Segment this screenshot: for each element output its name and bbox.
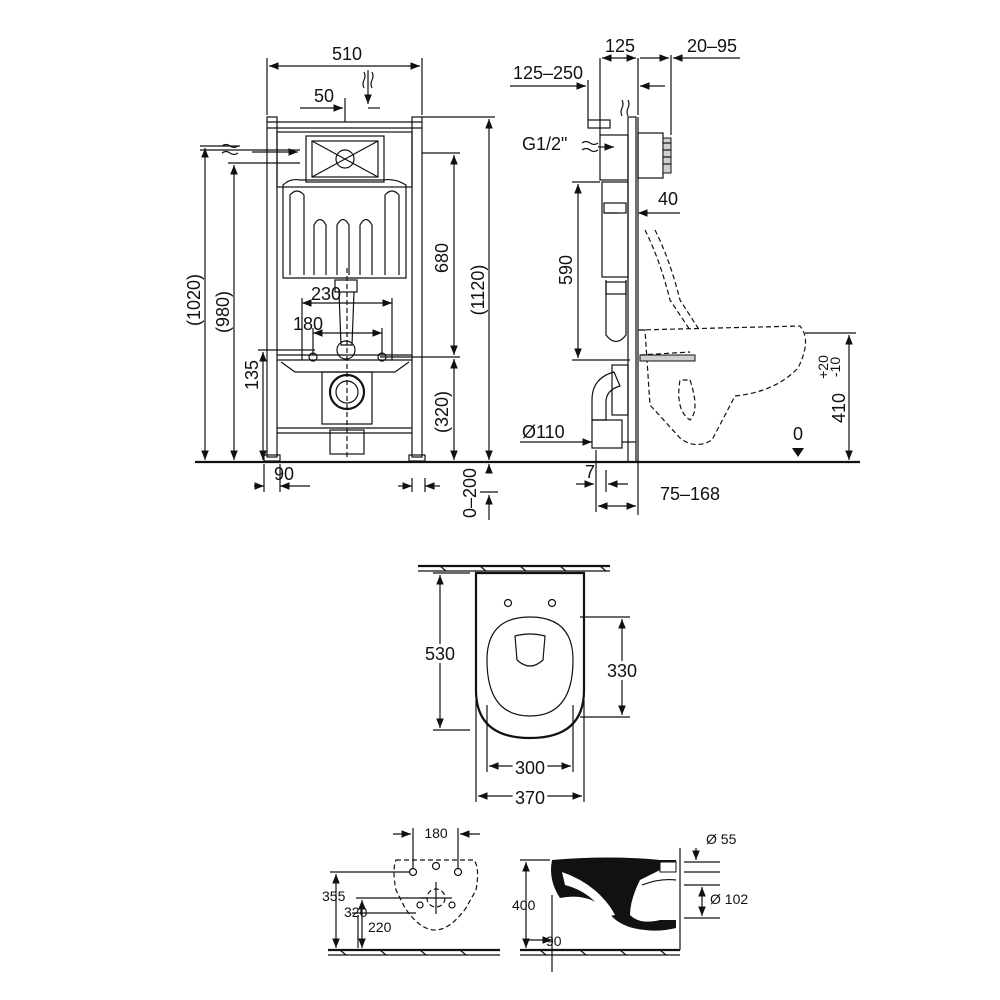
bowl-top-outline [474,571,586,740]
drain-outlet-side [591,419,623,449]
dim-530: 530 [425,644,455,664]
dim-330: 330 [607,661,637,681]
bowl-section [551,857,676,931]
dim-180-mount: 180 [424,825,448,841]
dim-7: 7 [585,462,595,482]
dim-300: 300 [515,758,545,778]
dim-410: 410 [829,393,849,423]
dim-400: 400 [512,897,536,913]
bowl-top-opening [486,616,574,717]
frame-post-left [266,116,278,458]
foot-left [263,454,281,462]
dim-125-250: 125–250 [513,63,583,83]
foot-right [408,454,426,462]
dim-980: (980) [213,291,233,333]
side-view: 125 20–95 125–250 G1/2" 40 590 410 +20 -… [500,36,860,515]
cistern-body [282,178,407,279]
top-view: 530 330 300 370 [418,564,640,811]
bolt-hole-left [503,598,513,608]
seat-bar [639,354,696,362]
frame-side [627,116,637,463]
mount-outline [393,859,479,931]
dim-135: 135 [242,360,262,390]
dim-320-mount: 320 [344,904,368,920]
dim-diameter-110: Ø110 [522,422,565,442]
flush-plate-side [637,132,664,179]
dim-40: 40 [658,189,678,209]
dim-220: 220 [368,919,392,935]
pipe-thread-label: G1/2" [522,134,567,154]
dim-320: (320) [432,391,452,433]
dim-230: 230 [311,284,341,304]
floor-level-marker [792,448,804,457]
dim-180-front: 180 [293,314,323,334]
dim-355: 355 [322,888,346,904]
dim-370: 370 [515,788,545,808]
dim-1020: (1020) [184,274,204,326]
bolt-hole-right [547,598,557,608]
flush-pipe-top [334,279,358,293]
mount-view: 180 355 320 220 [322,825,500,956]
dim-90-front: 90 [274,464,294,484]
cistern-top [276,131,413,188]
dim-125: 125 [605,36,635,56]
bowl-top-drain [514,633,546,667]
tolerance-plus: +20 [815,355,831,379]
dim-diameter-102: Ø 102 [710,891,748,907]
dim-510: 510 [332,44,362,64]
dim-590: 590 [556,255,576,285]
cistern-side-body [601,181,629,278]
section-view: Ø 55 Ø 102 400 90 [512,831,748,972]
flush-plate-opening [305,135,385,183]
dim-diameter-55: Ø 55 [706,831,737,847]
dim-0-200: 0–200 [460,468,480,518]
bowl-outline [637,325,807,446]
tolerance-minus: -10 [827,357,843,377]
dim-1120: (1120) [468,265,488,316]
floor-level-0: 0 [793,424,803,444]
front-view: 510 50 (1020) (980) 135 680 (320) [184,44,500,520]
inlet-fitting [587,119,611,129]
dim-680: 680 [432,243,452,273]
dim-50: 50 [314,86,334,106]
flush-pipe-side [605,280,627,343]
cistern-side-top [599,134,629,181]
dim-75-168: 75–168 [660,484,720,504]
dim-90-section: 90 [546,933,562,949]
dim-20-95: 20–95 [687,36,737,56]
frame-post-right [411,116,423,458]
drain-bend [591,371,621,421]
